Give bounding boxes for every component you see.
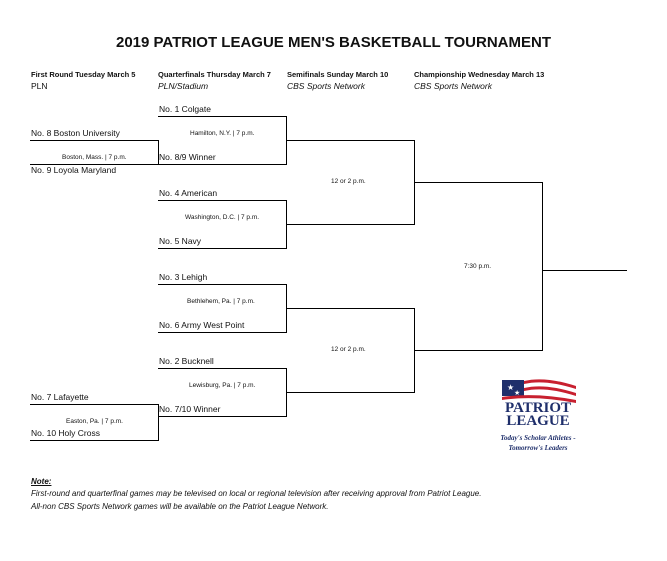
logo-tagline: Today's Scholar Athletes - — [500, 434, 576, 442]
team-slot: No. 10 Holy Cross — [31, 428, 100, 438]
patriot-league-logo: ★★ PATRIOT LEAGUE Today's Scholar Athlet… — [490, 378, 586, 452]
bracket-line — [30, 404, 158, 405]
round-header-championship: Championship Wednesday March 13 — [414, 70, 545, 79]
bracket-line — [414, 350, 542, 351]
bracket-line — [158, 332, 286, 333]
team-slot: No. 7 Lafayette — [31, 392, 89, 402]
logo-text: LEAGUE — [506, 413, 570, 429]
logo-tagline: Tomorrow's Leaders — [508, 444, 568, 452]
logo-text: PATRIOT — [504, 400, 572, 416]
round-header-quarterfinals: Quarterfinals Thursday March 7 — [158, 70, 271, 79]
bracket-line — [414, 182, 542, 183]
bracket-line — [158, 368, 286, 369]
page-title: 2019 PATRIOT LEAGUE MEN'S BASKETBALL TOU… — [116, 34, 551, 51]
bracket-line — [286, 140, 414, 141]
team-slot: No. 7/10 Winner — [159, 404, 221, 414]
round-header-semifinals: Semifinals Sunday March 10 — [287, 70, 389, 79]
game-site: Hamilton, N.Y. | 7 p.m. — [190, 130, 255, 137]
bracket-line — [158, 116, 286, 117]
game-site: Washington, D.C. | 7 p.m. — [185, 214, 260, 221]
svg-text:★: ★ — [507, 383, 514, 392]
team-slot: No. 8 Boston University — [31, 128, 120, 138]
bracket-line — [286, 392, 414, 393]
team-slot: No. 9 Loyola Maryland — [31, 165, 117, 175]
bracket-line — [30, 164, 158, 165]
network-quarterfinals: PLN/Stadium — [158, 81, 209, 91]
bracket-line — [158, 248, 286, 249]
note-line: First-round and quarterfinal games may b… — [31, 489, 482, 498]
note-line: All-non CBS Sports Network games will be… — [31, 502, 329, 511]
bracket-line — [542, 182, 543, 351]
semifinal-time: 12 or 2 p.m. — [331, 346, 366, 353]
game-site: Bethlehem, Pa. | 7 p.m. — [187, 298, 255, 305]
bracket-line — [158, 416, 286, 417]
network-championship: CBS Sports Network — [414, 81, 492, 91]
bracket-line — [30, 140, 158, 141]
team-slot: No. 5 Navy — [159, 236, 202, 246]
bracket-line — [158, 404, 159, 441]
team-slot: No. 3 Lehigh — [159, 272, 208, 282]
bracket-line — [158, 284, 286, 285]
network-semifinals: CBS Sports Network — [287, 81, 365, 91]
svg-text:★: ★ — [514, 389, 520, 397]
semifinal-time: 12 or 2 p.m. — [331, 178, 366, 185]
game-site: Easton, Pa. | 7 p.m. — [66, 418, 123, 425]
team-slot: No. 2 Bucknell — [159, 356, 214, 366]
bracket-line — [30, 440, 158, 441]
network-first: PLN — [31, 81, 48, 91]
bracket-line — [286, 224, 414, 225]
team-slot: No. 6 Army West Point — [159, 320, 245, 330]
bracket-line — [158, 140, 159, 165]
note-heading: Note: — [31, 477, 52, 486]
team-slot: No. 1 Colgate — [159, 104, 211, 114]
bracket-line — [158, 164, 286, 165]
team-slot: No. 4 American — [159, 188, 218, 198]
round-header-first: First Round Tuesday March 5 — [31, 70, 136, 79]
bracket-line — [158, 200, 286, 201]
game-site: Lewisburg, Pa. | 7 p.m. — [189, 382, 256, 389]
team-slot: No. 8/9 Winner — [159, 152, 216, 162]
flag-icon: ★★ — [502, 379, 576, 403]
championship-time: 7:30 p.m. — [464, 263, 492, 270]
bracket-line — [542, 270, 627, 271]
bracket-line — [286, 308, 414, 309]
game-site: Boston, Mass. | 7 p.m. — [62, 154, 127, 161]
